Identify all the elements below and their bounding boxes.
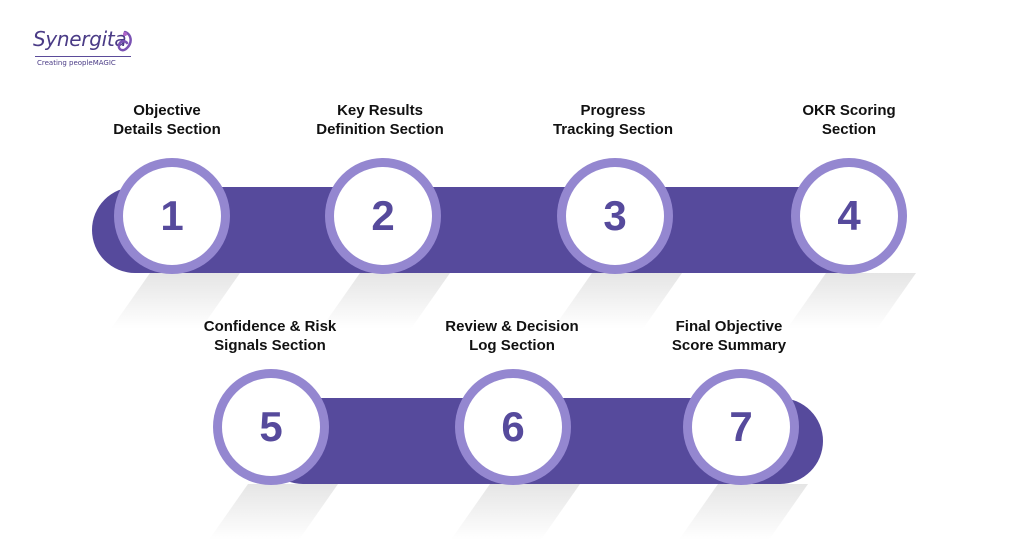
- step-4-number: 4: [800, 167, 898, 265]
- brand-tagline: Creating peopleMAGIC: [37, 59, 116, 67]
- brand-swirl-icon: [117, 30, 132, 52]
- step-5-number: 5: [222, 378, 320, 476]
- brand-underline: [35, 56, 131, 57]
- step-6-number: 6: [464, 378, 562, 476]
- step-6-bubble: 6: [455, 369, 571, 485]
- brand-name: Synergita: [33, 27, 127, 51]
- bubble-shadow: [678, 484, 808, 540]
- step-3-number: 3: [566, 167, 664, 265]
- step-2-number: 2: [334, 167, 432, 265]
- step-1-number: 1: [123, 167, 221, 265]
- step-5-bubble: 5: [213, 369, 329, 485]
- step-3-bubble: 3: [557, 158, 673, 274]
- brand-logo: Synergita Creating peopleMAGIC: [33, 27, 143, 67]
- bubble-shadow: [450, 484, 580, 540]
- bubble-shadow: [208, 484, 338, 540]
- step-2-bubble: 2: [325, 158, 441, 274]
- step-7-bubble: 7: [683, 369, 799, 485]
- step-4-bubble: 4: [791, 158, 907, 274]
- step-7-number: 7: [692, 378, 790, 476]
- step-1-bubble: 1: [114, 158, 230, 274]
